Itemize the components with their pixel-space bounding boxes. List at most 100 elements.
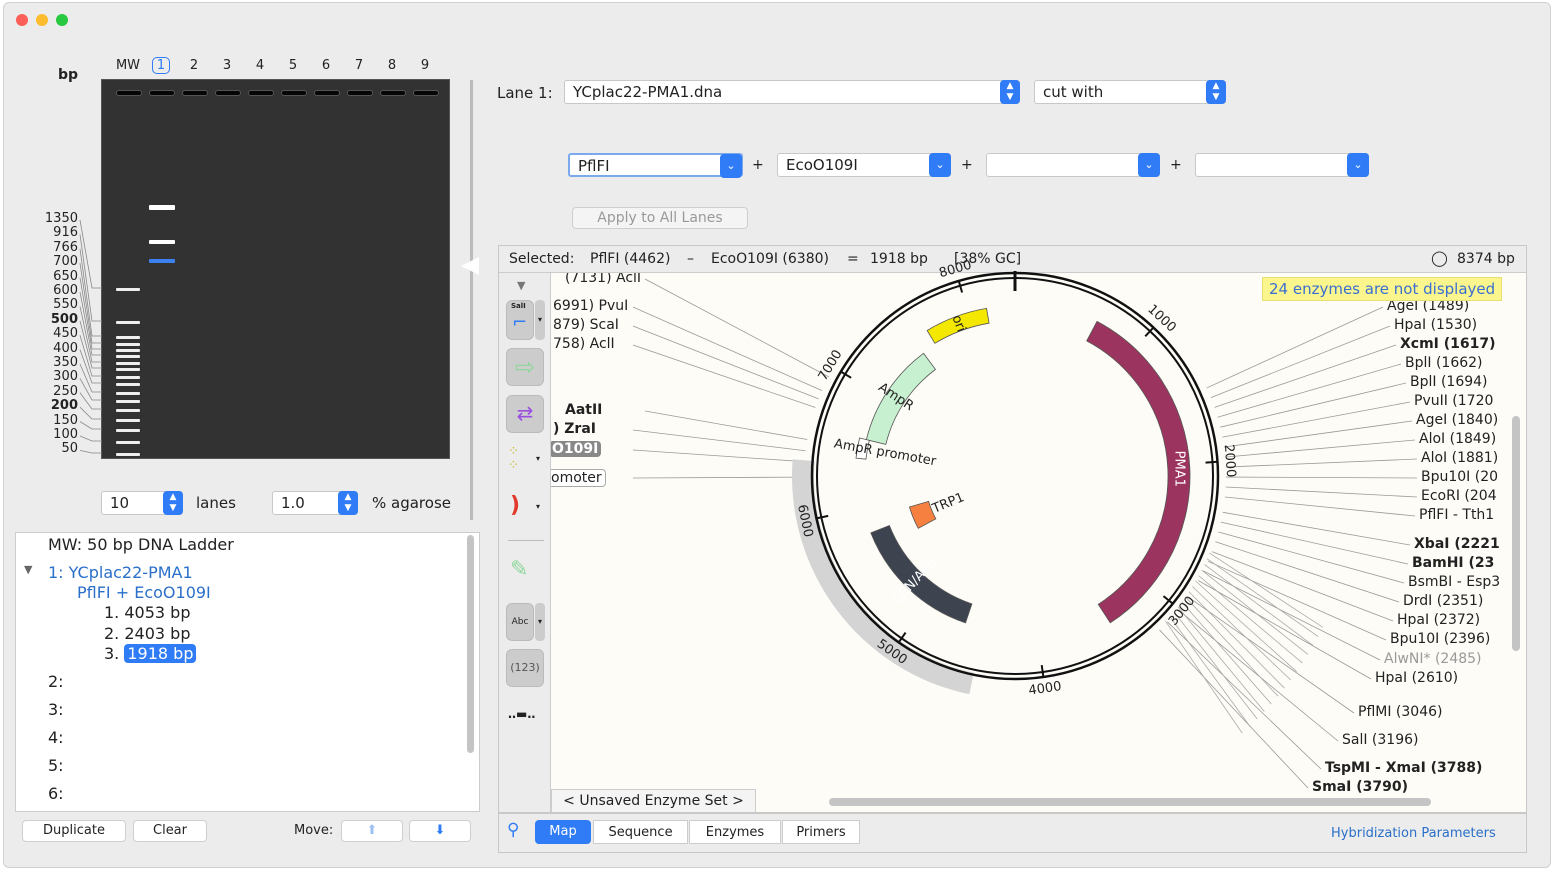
- gel-image[interactable]: [101, 79, 450, 459]
- map-vertical-scrollbar[interactable]: [1512, 416, 1520, 651]
- enzyme-site-label[interactable]: HpaI (2372): [1397, 612, 1481, 628]
- color-dropdown[interactable]: ▾: [536, 502, 541, 511]
- enzyme-site-label[interactable]: BplI (1694): [1410, 374, 1488, 390]
- cut-mode-select[interactable]: cut with▲▼: [1034, 80, 1226, 104]
- disclosure-triangle-icon[interactable]: ▼: [24, 563, 33, 576]
- enzyme-site-label[interactable]: AloI (1849): [1419, 431, 1497, 447]
- orf-dropdown[interactable]: ▾: [536, 454, 541, 463]
- enzyme-site-label[interactable]: 879) ScaI: [553, 317, 619, 333]
- lane-tree[interactable]: MW: 50 bp DNA Ladder ▼ 1: YCplac22-PMA1 …: [15, 532, 480, 812]
- fragment-1[interactable]: 1. 4053 bp: [104, 603, 191, 622]
- enzyme-3-combo[interactable]: ⌄: [986, 153, 1160, 177]
- hybridization-parameters-link[interactable]: Hybridization Parameters: [1331, 826, 1496, 841]
- enzyme-site-label[interactable]: Bpu10I (2396): [1390, 631, 1491, 647]
- lane-header-MW[interactable]: MW: [115, 58, 141, 73]
- duplicate-button[interactable]: Duplicate: [22, 820, 126, 842]
- enzyme-site-label[interactable]: BsmBI - Esp3: [1408, 574, 1501, 590]
- lane1-band-2[interactable]: [149, 240, 175, 244]
- tab-sequence[interactable]: Sequence: [593, 820, 688, 844]
- enzyme-site-label[interactable]: 758) AclI: [553, 336, 615, 352]
- lane-4-item[interactable]: 4:: [48, 728, 64, 747]
- primer-tool[interactable]: ⇄: [506, 395, 544, 433]
- enzyme-site-label[interactable]: O109I: [551, 441, 602, 457]
- lane-6-item[interactable]: 6:: [48, 784, 64, 803]
- enzyme-site-label[interactable]: DrdI (2351): [1403, 593, 1484, 609]
- close-window-button[interactable]: [16, 14, 28, 26]
- enzyme-site-label[interactable]: ) ZraI: [553, 421, 596, 437]
- text-tool-dropdown[interactable]: ▾: [535, 603, 545, 641]
- map-horizontal-scrollbar[interactable]: [829, 798, 1431, 806]
- minimize-window-button[interactable]: [36, 14, 48, 26]
- lane-5-item[interactable]: 5:: [48, 756, 64, 775]
- pen-tool[interactable]: ✎: [510, 557, 528, 582]
- lane-2-item[interactable]: 2:: [48, 672, 64, 691]
- enzyme-site-label[interactable]: AlwNI* (2485): [1384, 651, 1482, 667]
- enzyme-site-label[interactable]: HpaI (1530): [1394, 317, 1478, 333]
- agarose-field[interactable]: 1.0▲▼: [272, 491, 358, 515]
- enzyme-site-label[interactable]: (7131) AclI: [565, 273, 642, 286]
- text-tool[interactable]: Abc: [506, 603, 534, 641]
- lane-count-field[interactable]: 10▲▼: [101, 491, 183, 515]
- chevron-down-icon[interactable]: ⌄: [929, 153, 951, 177]
- feature-pma1[interactable]: [1086, 320, 1191, 624]
- enzyme-site-label[interactable]: HpaI (2610): [1375, 670, 1459, 686]
- agarose-stepper[interactable]: ▲▼: [338, 491, 358, 515]
- zoom-window-button[interactable]: [56, 14, 68, 26]
- lane1-item[interactable]: 1: YCplac22-PMA1: [48, 563, 193, 582]
- selected-fragment[interactable]: 1918 bp: [124, 644, 197, 663]
- plasmid-map[interactable]: 10002000300040005000600070008000PMA1oriA…: [551, 258, 1511, 793]
- tree-scrollbar[interactable]: [467, 535, 474, 753]
- lane-count-stepper[interactable]: ▲▼: [163, 491, 183, 515]
- enzyme-site-label[interactable]: PflFI - Tth1: [1419, 507, 1495, 523]
- hidden-enzymes-notice[interactable]: 24 enzymes are not displayed: [1262, 277, 1503, 301]
- enzyme-site-label[interactable]: SalI (3196): [1342, 732, 1419, 748]
- enzyme-site-label[interactable]: Bpu10I (20: [1421, 469, 1499, 485]
- lane-header-5[interactable]: 5: [288, 58, 298, 73]
- file-select-arrows[interactable]: ▲▼: [1000, 80, 1020, 104]
- feature-cen-ars[interactable]: [870, 524, 973, 624]
- clear-button[interactable]: Clear: [133, 820, 207, 842]
- lane-header-3[interactable]: 3: [222, 58, 232, 73]
- tab-enzymes[interactable]: Enzymes: [689, 820, 781, 844]
- lane1-digest[interactable]: PflFI + EcoO109I: [77, 583, 211, 602]
- fragment-3[interactable]: 3. 1918 bp: [104, 644, 197, 663]
- enzyme-site-label[interactable]: AgeI (1489): [1387, 298, 1470, 314]
- enzyme-site-label[interactable]: XcmI (1617): [1400, 336, 1496, 352]
- cut-mode-arrows[interactable]: ▲▼: [1206, 80, 1226, 104]
- chevron-down-icon[interactable]: ⌄: [1138, 153, 1160, 177]
- feature-ampr[interactable]: [865, 352, 937, 445]
- toolbar-collapse-icon[interactable]: ▼: [517, 279, 526, 292]
- enzyme-site-label[interactable]: PflMI (3046): [1358, 704, 1443, 720]
- enzyme-site-label[interactable]: AatII: [565, 402, 603, 418]
- enzyme-site-label[interactable]: SmaI (3790): [1312, 779, 1408, 793]
- enzyme-tool-dropdown[interactable]: ▾: [535, 300, 545, 340]
- enzyme-2-combo[interactable]: EcoO109I⌄: [777, 153, 951, 177]
- lane-header-7[interactable]: 7: [354, 58, 364, 73]
- move-down-button[interactable]: ⬇: [409, 820, 471, 842]
- file-select[interactable]: YCplac22-PMA1.dna▲▼: [564, 80, 1020, 104]
- ruler-tool[interactable]: ‥▬‥: [508, 707, 535, 721]
- lane1-band-1[interactable]: [149, 205, 175, 210]
- chevron-down-icon[interactable]: ⌄: [1347, 153, 1369, 177]
- apply-all-lanes-button[interactable]: Apply to All Lanes: [572, 207, 748, 229]
- tab-map[interactable]: Map: [535, 820, 591, 844]
- enzyme-site-label[interactable]: AloI (1881): [1421, 450, 1499, 466]
- enzyme-set-selector[interactable]: < Unsaved Enzyme Set >: [551, 789, 756, 812]
- lane-header-6[interactable]: 6: [321, 58, 331, 73]
- orf-tool[interactable]: ⁘⁘: [508, 445, 519, 473]
- lane-header-2[interactable]: 2: [189, 58, 199, 73]
- sali-enzyme-tool[interactable]: SalI⌐: [506, 300, 534, 340]
- enzyme-site-label[interactable]: BplI (1662): [1405, 355, 1483, 371]
- enzyme-site-label[interactable]: EcoRI (204: [1421, 488, 1497, 504]
- feature-trp1[interactable]: [908, 500, 937, 529]
- chevron-down-icon[interactable]: ⌄: [720, 154, 742, 178]
- color-tool[interactable]: ): [510, 493, 520, 518]
- mw-item[interactable]: MW: 50 bp DNA Ladder: [48, 535, 234, 554]
- lane-3-item[interactable]: 3:: [48, 700, 64, 719]
- lane-header-1[interactable]: 1: [152, 57, 170, 74]
- enzyme-site-label[interactable]: omoter: [551, 469, 606, 487]
- enzyme-site-label[interactable]: BamHI (23: [1412, 555, 1495, 571]
- enzyme-site-label[interactable]: PvuII (1720: [1414, 393, 1494, 409]
- move-up-button[interactable]: ⬆: [341, 820, 403, 842]
- enzyme-site-label[interactable]: 6991) PvuI: [553, 298, 629, 314]
